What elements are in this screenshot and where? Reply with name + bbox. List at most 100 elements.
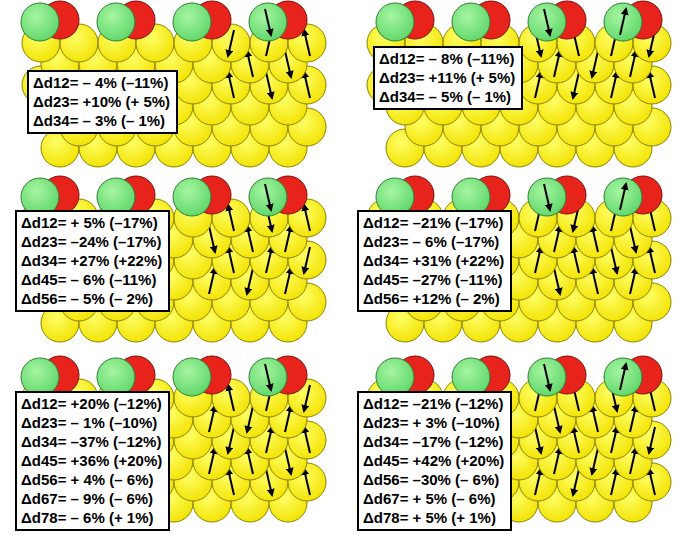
- spin-arrow: [554, 406, 560, 432]
- spin-arrow: [573, 247, 579, 273]
- spin-arrow: [535, 469, 541, 495]
- spin-arrow: [247, 448, 253, 474]
- relaxation-value: Δd56= +12% (– 2%): [363, 289, 505, 308]
- spin-arrow: [620, 364, 626, 390]
- surface-atom-green: [249, 3, 287, 41]
- surface-atom-green: [528, 3, 566, 41]
- relaxation-value: Δd23= – 1% (–10%): [21, 413, 163, 432]
- value-box: Δd12= –21% (–12%)Δd23= + 3% (–10%)Δd34= …: [357, 391, 512, 531]
- spin-arrow: [544, 184, 550, 210]
- spin-arrow: [573, 469, 579, 495]
- spin-arrow: [266, 469, 272, 495]
- relaxation-value: Δd67= – 9% (– 6%): [21, 489, 163, 508]
- surface-atom-green: [604, 358, 642, 396]
- spin-arrow: [630, 406, 636, 432]
- spin-arrow: [649, 469, 655, 495]
- relaxation-value: Δd34= +27% (+22%): [21, 251, 163, 270]
- spin-arrow: [209, 268, 215, 294]
- spin-arrow: [304, 72, 310, 98]
- spin-arrow: [266, 427, 272, 453]
- relaxation-value: Δd23= – 6% (–17%): [363, 232, 505, 251]
- surface-atom-green: [173, 178, 211, 216]
- spin-arrow: [554, 448, 560, 474]
- relaxation-value: Δd34= –17% (–12%): [363, 432, 505, 451]
- spin-arrow: [630, 268, 636, 294]
- surface-atom-green: [376, 3, 414, 41]
- spin-arrow: [592, 226, 598, 252]
- relaxation-value: Δd78= – 6% (+ 1%): [21, 508, 163, 527]
- value-box: Δd12= –21% (–17%)Δd23= – 6% (–17%)Δd34= …: [357, 210, 512, 312]
- relaxation-value: Δd78= + 5% (+ 1%): [363, 508, 505, 527]
- relaxation-value: Δd12= – 8% (–11%): [379, 49, 516, 68]
- spin-arrow: [620, 9, 626, 35]
- spin-arrow: [265, 364, 271, 390]
- spin-arrow: [247, 51, 253, 77]
- surface-atom-green: [452, 3, 490, 41]
- spin-arrow: [247, 226, 253, 252]
- spin-arrow: [649, 427, 655, 453]
- spin-arrow: [228, 385, 234, 411]
- spin-arrow: [649, 72, 655, 98]
- spin-arrow: [535, 72, 541, 98]
- spin-arrow: [228, 30, 234, 56]
- spin-arrow: [554, 51, 560, 77]
- spin-arrow: [592, 406, 598, 432]
- spin-arrow: [630, 226, 636, 252]
- value-box: Δd12= – 8% (–11%)Δd23= +11% (+ 5%)Δd34= …: [373, 46, 523, 110]
- spin-arrow: [554, 268, 560, 294]
- relaxation-value: Δd34= – 5% (– 1%): [379, 87, 516, 106]
- spin-arrow: [228, 72, 234, 98]
- relaxation-value: Δd12= –21% (–17%): [363, 213, 505, 232]
- surface-atom-green: [528, 358, 566, 396]
- surface-atom-green: [249, 358, 287, 396]
- relaxation-value: Δd45= +42% (+20%): [363, 451, 505, 470]
- spin-arrow: [266, 72, 272, 98]
- relaxation-value: Δd34= +31% (+22%): [363, 251, 505, 270]
- spin-arrow: [630, 51, 636, 77]
- relaxation-value: Δd12= +20% (–12%): [21, 394, 163, 413]
- spin-arrow: [573, 72, 579, 98]
- relaxation-value: Δd56= – 5% (– 2%): [21, 289, 163, 308]
- spin-arrow: [304, 30, 310, 56]
- spin-arrow: [228, 427, 234, 453]
- surface-atom-green: [604, 3, 642, 41]
- spin-arrow: [544, 364, 550, 390]
- spin-arrow: [611, 427, 617, 453]
- spin-arrow: [535, 427, 541, 453]
- spin-arrow: [228, 205, 234, 231]
- relaxation-value: Δd34= –37% (–12%): [21, 432, 163, 451]
- relaxation-value: Δd12= + 5% (–17%): [21, 213, 163, 232]
- spin-arrow: [592, 51, 598, 77]
- spin-arrow: [592, 448, 598, 474]
- spin-arrow: [535, 247, 541, 273]
- surface-atom-green: [173, 358, 211, 396]
- spin-arrow: [544, 9, 550, 35]
- spin-arrow: [265, 184, 271, 210]
- relaxation-value: Δd12= –21% (–12%): [363, 394, 505, 413]
- spin-arrow: [285, 268, 291, 294]
- surface-atom-green: [97, 3, 135, 41]
- relaxation-value: Δd45= – 6% (–11%): [21, 270, 163, 289]
- spin-arrow: [228, 469, 234, 495]
- value-box: Δd12= – 4% (–11%)Δd23= +10% (+ 5%)Δd34= …: [27, 70, 178, 134]
- spin-arrow: [266, 247, 272, 273]
- spin-arrow: [209, 226, 215, 252]
- relaxation-value: Δd23= +11% (+ 5%): [379, 68, 516, 87]
- surface-atom-green: [528, 178, 566, 216]
- spin-arrow: [209, 406, 215, 432]
- spin-arrow: [573, 427, 579, 453]
- spin-arrow: [247, 268, 253, 294]
- relaxation-value: Δd34= – 3% (– 1%): [33, 111, 171, 130]
- spin-arrow: [265, 9, 271, 35]
- relaxation-value: Δd45= +36% (+20%): [21, 451, 163, 470]
- spin-arrow: [285, 226, 291, 252]
- surface-atom-green: [21, 3, 59, 41]
- value-box: Δd12= + 5% (–17%)Δd23= –24% (–17%)Δd34= …: [15, 210, 170, 312]
- surface-atom-green: [604, 178, 642, 216]
- surface-atom-green: [249, 178, 287, 216]
- relaxation-value: Δd67= + 5% (– 6%): [363, 489, 505, 508]
- spin-arrow: [592, 268, 598, 294]
- relaxation-value: Δd45= –27% (–11%): [363, 270, 505, 289]
- spin-arrow: [620, 184, 626, 210]
- surface-atom-green: [173, 3, 211, 41]
